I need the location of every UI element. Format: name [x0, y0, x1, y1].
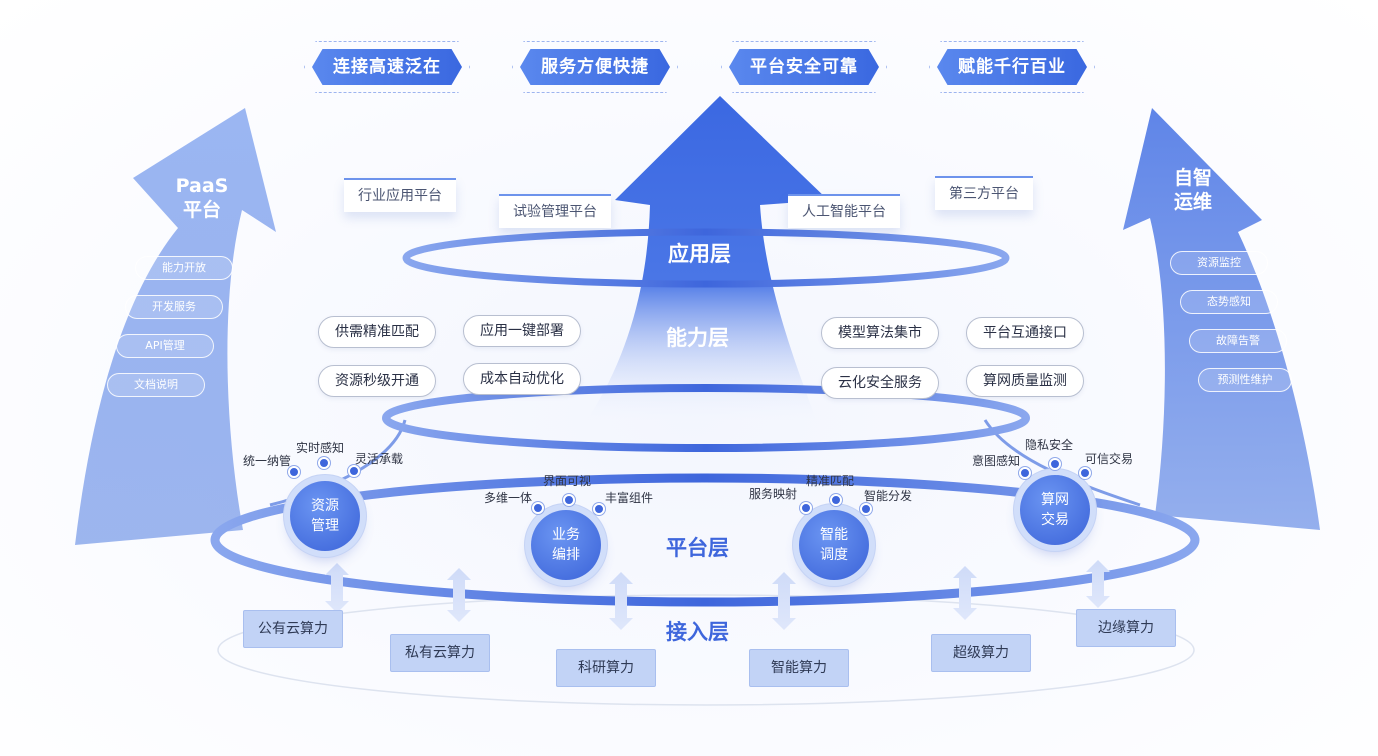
banner-empower: 赋能千行百业: [937, 49, 1087, 85]
hub-trading-line1: 算网: [1041, 492, 1069, 508]
connector-arrow-1: [325, 563, 349, 613]
hub-tag: 界面可视: [543, 474, 592, 488]
hub-trading-line2: 交易: [1041, 512, 1069, 528]
layer-application: 应用层: [668, 242, 731, 266]
compute-edge: 边缘算力: [1076, 609, 1176, 647]
ops-item-predictive: 预测性维护: [1198, 368, 1292, 392]
hub-tag-dot: [860, 503, 872, 515]
compute-private-cloud: 私有云算力: [390, 634, 490, 672]
paas-arrow: [75, 108, 276, 545]
ops-title-line1: 自智: [1173, 167, 1212, 189]
platform-ring: [210, 473, 1200, 607]
banner-connect: 连接高速泛在: [312, 49, 462, 85]
hub-tag-dot: [1079, 467, 1091, 479]
capability-model-market: 模型算法集市: [821, 317, 939, 349]
hub-tag: 丰富组件: [605, 491, 654, 505]
hub-tag: 意图感知: [972, 454, 1021, 468]
hub-intelligent-scheduling: 智能调度: [799, 510, 869, 580]
hub-tag: 实时感知: [296, 441, 345, 455]
banner-frame-1: [304, 41, 470, 93]
hub-tag: 多维一体: [484, 491, 533, 505]
capability-supply-match: 供需精准匹配: [318, 316, 436, 348]
hub-tag-dot: [348, 465, 360, 477]
hub-tag: 统一纳管: [243, 454, 292, 468]
hub-tag-dot: [532, 502, 544, 514]
banner-frame-3: [721, 41, 887, 93]
ops-arrow: [1123, 108, 1320, 530]
capability-cost-optimize: 成本自动优化: [463, 363, 581, 395]
connector-arrow-6: [1086, 560, 1110, 608]
layer-access: 接入层: [666, 620, 729, 644]
ops-item-awareness: 态势感知: [1180, 290, 1278, 314]
hub-compute-trading: 算网交易: [1020, 475, 1090, 545]
hub-tag-dot: [563, 494, 575, 506]
paas-title: PaaS 平台: [172, 174, 232, 222]
ops-title: 自智 运维: [1163, 166, 1223, 214]
hub-tag-dot: [1049, 458, 1061, 470]
hub-tag: 可信交易: [1085, 452, 1134, 466]
banner-secure: 平台安全可靠: [729, 49, 879, 85]
compute-intelligent: 智能算力: [749, 649, 849, 687]
capability-quality-monitor: 算网质量监测: [966, 365, 1084, 397]
hub-resource-line2: 管理: [311, 518, 339, 534]
hub-business-line2: 编排: [552, 547, 580, 563]
connector-arrow-2: [447, 568, 471, 622]
compute-public-cloud: 公有云算力: [243, 610, 343, 648]
ops-item-alarm: 故障告警: [1189, 329, 1287, 353]
hub-business-line1: 业务: [552, 527, 580, 543]
access-ring: [217, 594, 1195, 706]
hub-business-orchestration: 业务编排: [531, 510, 601, 580]
connector-arrow-4: [772, 572, 796, 630]
compute-super: 超级算力: [931, 634, 1031, 672]
hub-tag-dot: [593, 503, 605, 515]
paas-title-line1: PaaS: [175, 175, 229, 197]
app-platform-industry: 行业应用平台: [344, 178, 456, 212]
central-arrow: [580, 96, 828, 430]
layer-platform: 平台层: [666, 536, 729, 560]
paas-item-dev: 开发服务: [125, 295, 223, 319]
hub-tag-dot: [830, 494, 842, 506]
paas-item-docs: 文档说明: [107, 373, 205, 397]
app-platform-third-party: 第三方平台: [935, 176, 1033, 210]
connector-arrow-5: [953, 566, 977, 620]
hub-tag: 精准匹配: [806, 474, 855, 488]
banner-service: 服务方便快捷: [520, 49, 670, 85]
capability-interop-interface: 平台互通接口: [966, 317, 1084, 349]
hub-tag-dot: [318, 457, 330, 469]
paas-item-api: API管理: [116, 334, 214, 358]
hub-tag-dot: [288, 466, 300, 478]
hub-tag-dot: [1019, 467, 1031, 479]
ops-item-monitor: 资源监控: [1170, 251, 1268, 275]
hub-tag: 服务映射: [749, 487, 798, 501]
hub-scheduling-line1: 智能: [820, 527, 848, 543]
hub-scheduling-line2: 调度: [820, 547, 848, 563]
connector-arrows: [325, 560, 1110, 630]
hub-tag: 隐私安全: [1025, 438, 1074, 452]
banner-frame-4: [929, 41, 1095, 93]
ops-title-line2: 运维: [1173, 191, 1212, 213]
capability-cloud-security: 云化安全服务: [821, 367, 939, 399]
connector-arrow-3: [609, 572, 633, 630]
hub-resource-management: 资源管理: [290, 481, 360, 551]
banner-frame-2: [512, 41, 678, 93]
layer-capability: 能力层: [666, 326, 729, 350]
hub-resource-line1: 资源: [311, 498, 339, 514]
application-ring: [402, 228, 1010, 288]
hub-tag: 灵活承载: [355, 452, 404, 466]
paas-item-open: 能力开放: [135, 256, 233, 280]
compute-research: 科研算力: [556, 649, 656, 687]
app-platform-testing: 试验管理平台: [499, 194, 611, 228]
paas-title-line2: 平台: [182, 199, 221, 221]
capability-instant-provision: 资源秒级开通: [318, 365, 436, 397]
hub-tag: 智能分发: [864, 489, 913, 503]
hub-tag-dot: [800, 502, 812, 514]
capability-one-click-deploy: 应用一键部署: [463, 315, 581, 347]
capability-ring: [382, 384, 1030, 452]
app-platform-ai: 人工智能平台: [788, 194, 900, 228]
